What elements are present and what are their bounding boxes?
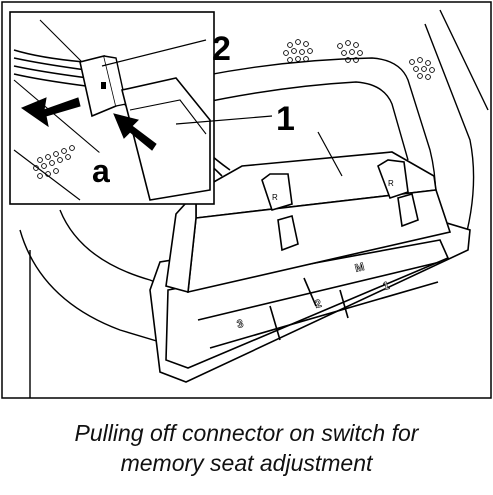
caption-line-2: memory seat adjustment: [120, 450, 373, 476]
speaker-holes: [283, 39, 435, 80]
button-label-preset-1: 1: [382, 280, 391, 293]
button-label-memory: M: [354, 261, 366, 275]
button-label-preset-3: 3: [236, 318, 245, 331]
callout-label-2: 2: [212, 30, 231, 68]
leader-line-switch: [317, 131, 343, 177]
press-latch-arrow: [113, 113, 157, 151]
tab-mark-right: R: [388, 179, 394, 188]
switch-button-labels: M 1 2 3 R R: [236, 179, 394, 331]
caption-line-1: Pulling off connector on switch for: [74, 420, 419, 446]
callout-label-1: 1: [276, 100, 295, 138]
service-diagram: M 1 2 3 R R: [1, 1, 492, 399]
pull-direction-arrow: [20, 97, 81, 128]
leader-line-switch-inset: [175, 115, 273, 125]
memory-seat-switch: [149, 151, 471, 383]
detail-inset: a: [9, 11, 215, 205]
figure-caption: Pulling off connector on switch for memo…: [0, 418, 493, 478]
tab-mark-left: R: [272, 193, 278, 202]
button-label-preset-2: 2: [314, 298, 323, 311]
leader-line-connector: [101, 39, 207, 67]
callout-label-a: a: [92, 153, 110, 189]
step-badge: [82, 152, 126, 188]
